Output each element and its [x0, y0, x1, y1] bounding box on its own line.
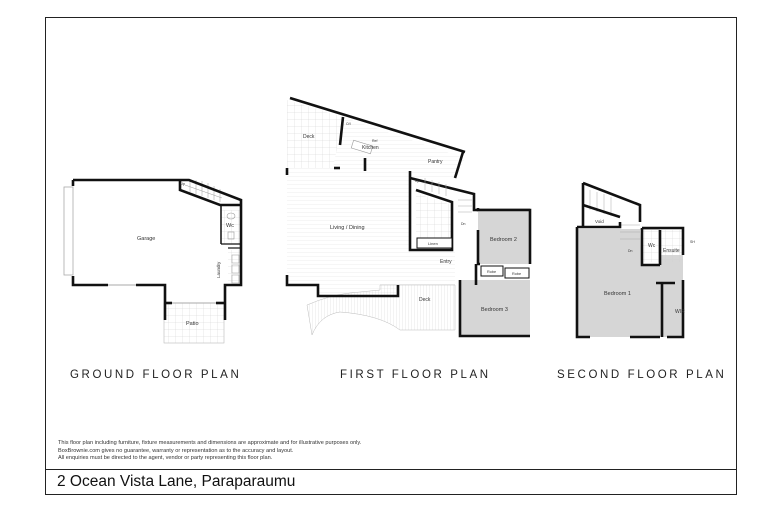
ground-floor-title: GROUND FLOOR PLAN	[70, 369, 242, 381]
shower-label: SH	[690, 240, 695, 244]
room-label-bedroom-2: Bedroom 2	[490, 237, 517, 243]
stairs-down-label: Dn	[628, 249, 633, 253]
room-label-living-dining: Living / Dining	[330, 225, 365, 231]
room-label-robe-2: Robe	[512, 272, 521, 276]
room-label-wc: Wc	[648, 243, 656, 249]
disclaimer-line-3: All enquiries must be directed to the ag…	[58, 455, 273, 462]
stairs-up-label: Up	[415, 179, 420, 183]
room-label-robe-1: Robe	[487, 270, 496, 274]
room-label-void: Void	[595, 219, 604, 224]
first-floor-title: FIRST FLOOR PLAN	[340, 369, 491, 381]
page-frame	[45, 17, 737, 495]
ground-floor-plan: Garage Up Wc Laundry Patio	[63, 178, 243, 344]
fridge-label: Ref	[372, 139, 377, 143]
room-label-deck-top: Deck	[303, 134, 315, 140]
room-label-ensuite: Ensuite	[663, 248, 680, 254]
stairs-down-label: Dn	[461, 222, 466, 226]
room-label-kitchen: Kitchen	[362, 145, 379, 151]
stairs-up-label: Up	[180, 181, 186, 186]
room-label-pantry: Pantry	[428, 159, 443, 165]
disclaimer-line-1: This floor plan including furniture, fix…	[58, 440, 362, 446]
property-address: 2 Ocean Vista Lane, Paraparaumu	[57, 473, 296, 490]
room-label-laundry: Laundry	[216, 261, 221, 278]
room-label-linen: Linen	[428, 241, 438, 246]
disclaimer-line-2: BoxBrownie.com gives no guarantee, warra…	[58, 447, 294, 454]
second-floor-plan: Void Dn Wc Ensuite SH Bedroom 1 WIR	[575, 181, 695, 339]
disclaimer: This floor plan including furniture, fix…	[58, 440, 361, 463]
room-label-wir: WIR	[675, 309, 685, 315]
address-bar: 2 Ocean Vista Lane, Paraparaumu	[45, 469, 737, 495]
room-label-deck-bottom: Deck	[419, 297, 431, 303]
room-label-garage: Garage	[137, 236, 155, 242]
first-floor-plan: Deck O/l Ref Kitchen Pantry Up Dn Living…	[285, 96, 532, 338]
room-label-bedroom-1: Bedroom 1	[604, 291, 631, 297]
oven-label: O/l	[346, 122, 351, 126]
room-label-entry: Entry	[440, 259, 452, 265]
room-label-bedroom-3: Bedroom 3	[481, 307, 508, 313]
second-floor-title: SECOND FLOOR PLAN	[557, 369, 727, 381]
room-label-wc: Wc	[226, 223, 234, 229]
room-label-patio: Patio	[186, 321, 199, 327]
